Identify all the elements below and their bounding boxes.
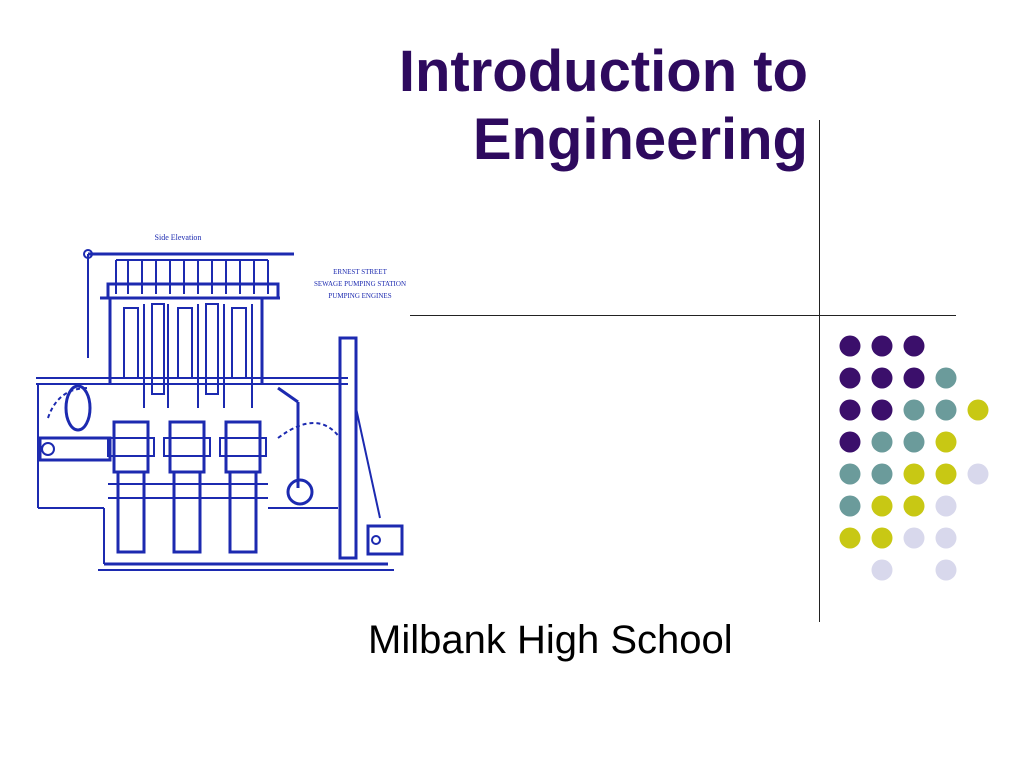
decorative-dot	[935, 495, 957, 517]
title-line-2: Engineering	[472, 107, 808, 172]
decorative-dot	[871, 431, 893, 453]
decorative-dot	[839, 495, 861, 517]
decorative-dot	[935, 399, 957, 421]
decorative-dot	[871, 399, 893, 421]
decorative-dot	[839, 431, 861, 453]
decorative-dot	[871, 463, 893, 485]
decorative-dot	[839, 399, 861, 421]
decorative-dot	[871, 559, 893, 581]
vertical-divider	[819, 120, 820, 622]
decorative-dot	[903, 367, 925, 389]
decorative-dot	[967, 399, 989, 421]
decorative-dot	[839, 335, 861, 357]
decorative-dot	[871, 495, 893, 517]
drawing-label-line-3: PUMPING ENGINES	[328, 292, 391, 300]
drawing-label-line-2: SEWAGE PUMPING STATION	[314, 280, 406, 288]
decorative-dot	[903, 527, 925, 549]
decorative-dot	[839, 463, 861, 485]
decorative-dot	[935, 527, 957, 549]
decorative-dot	[903, 335, 925, 357]
decorative-dot	[935, 367, 957, 389]
drawing-caption: Side Elevation	[155, 233, 202, 242]
decorative-dot	[935, 559, 957, 581]
decorative-dot	[903, 399, 925, 421]
decorative-dot	[903, 463, 925, 485]
decorative-dot	[871, 367, 893, 389]
slide-title: Introduction to Engineering	[248, 38, 808, 174]
drawing-label-line-1: ERNEST STREET	[333, 268, 387, 276]
decorative-dot	[935, 463, 957, 485]
decorative-dot	[871, 335, 893, 357]
decorative-dot	[839, 367, 861, 389]
decorative-dot	[871, 527, 893, 549]
decorative-dot	[839, 527, 861, 549]
decorative-dot	[967, 463, 989, 485]
slide-subtitle: Milbank High School	[368, 618, 733, 662]
title-line-1: Introduction to	[398, 39, 808, 104]
decorative-dot	[903, 495, 925, 517]
horizontal-divider	[410, 315, 956, 316]
decorative-dot	[903, 431, 925, 453]
decorative-dot	[935, 431, 957, 453]
pumping-engine-drawing: Side Elevation ERNEST STREET SEWAGE PUMP…	[36, 233, 406, 571]
